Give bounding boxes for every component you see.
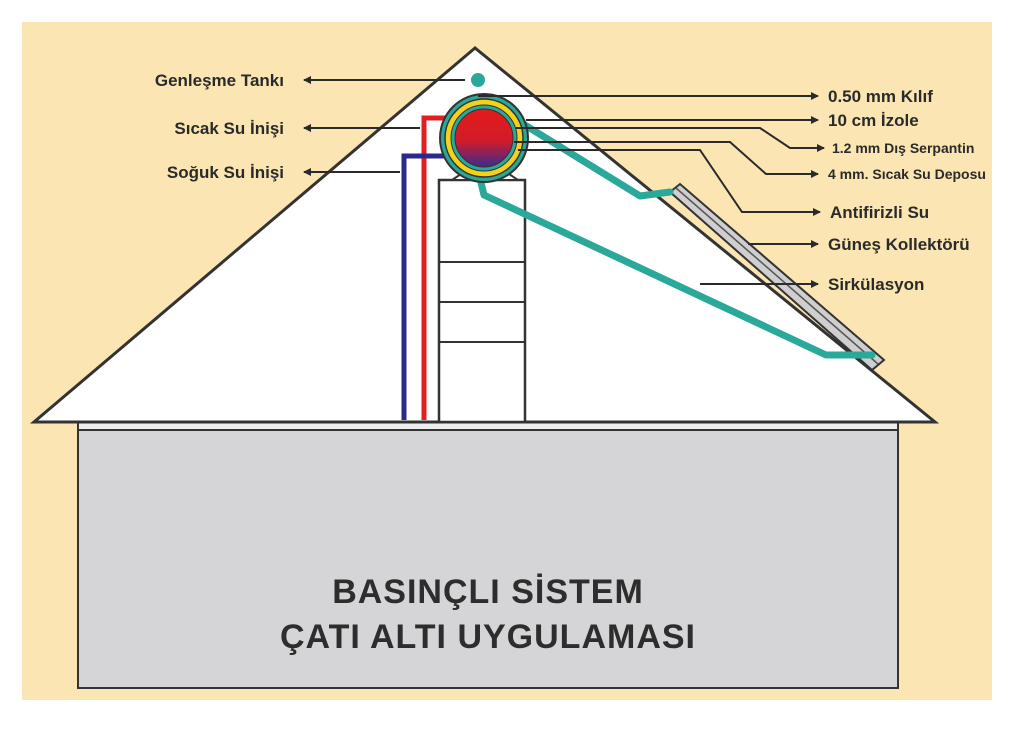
label-cold-water: Soğuk Su İnişi [167, 163, 284, 182]
house-body [77, 421, 899, 689]
title-line-1: BASINÇLI SİSTEM [332, 573, 644, 611]
label-circulation: Sirkülasyon [828, 275, 924, 294]
left-leader-lines [303, 76, 465, 176]
right-leader-lines [478, 92, 825, 288]
label-hot-tank: 4 mm. Sıcak Su Deposu [828, 166, 986, 182]
cold-water-line [401, 153, 452, 420]
label-collector: Güneş Kollektörü [828, 235, 970, 254]
solar-collector [668, 182, 886, 372]
hot-water-tank [439, 93, 529, 183]
label-outer-coil: 1.2 mm Dış Serpantin [832, 140, 974, 156]
label-hot-water: Sıcak Su İnişi [174, 119, 284, 138]
installation-shaft [437, 178, 527, 424]
label-jacket: 0.50 mm Kılıf [828, 87, 933, 106]
label-antifreeze: Antifirizli Su [830, 203, 929, 222]
title-line-2: ÇATI ALTI UYGULAMASI [280, 618, 696, 656]
expansion-tank [471, 73, 485, 87]
label-insulation: 10 cm İzole [828, 111, 919, 130]
label-expansion-tank: Genleşme Tankı [155, 71, 284, 90]
